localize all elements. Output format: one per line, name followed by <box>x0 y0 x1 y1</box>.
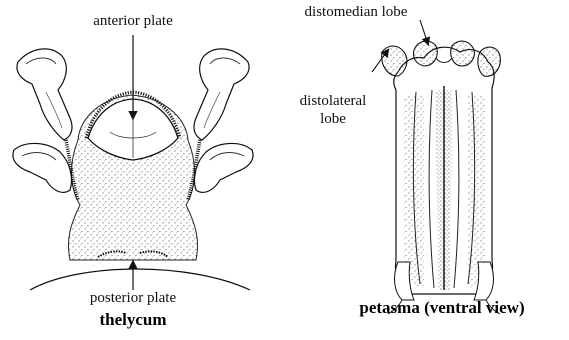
left-upper-leg <box>17 49 72 140</box>
distolateral-lobe-label-line2: lobe <box>290 111 376 127</box>
distolateral-lobe-left <box>382 46 407 76</box>
thelycum-basal-arc <box>30 269 250 290</box>
distomedian-lobe-label: distomedian lobe <box>286 4 426 20</box>
distomedian-lobe-left <box>413 41 437 66</box>
distomedian-lobe-pointer <box>420 20 428 44</box>
distolateral-lobe-label-line1: distolateral <box>290 93 376 109</box>
thelycum-caption: thelycum <box>72 311 194 329</box>
petasma-caption: petasma (ventral view) <box>318 299 566 317</box>
distomedian-lobe-right <box>451 41 475 66</box>
distolateral-lobe-right <box>478 47 500 76</box>
right-lower-leg <box>194 143 253 192</box>
posterior-plate-label: posterior plate <box>62 290 204 306</box>
anterior-plate-label: anterior plate <box>72 13 194 29</box>
thelycum-illustration <box>13 35 253 290</box>
petasma-illustration <box>372 20 500 314</box>
right-upper-leg <box>194 49 249 140</box>
left-lower-leg <box>13 143 72 192</box>
